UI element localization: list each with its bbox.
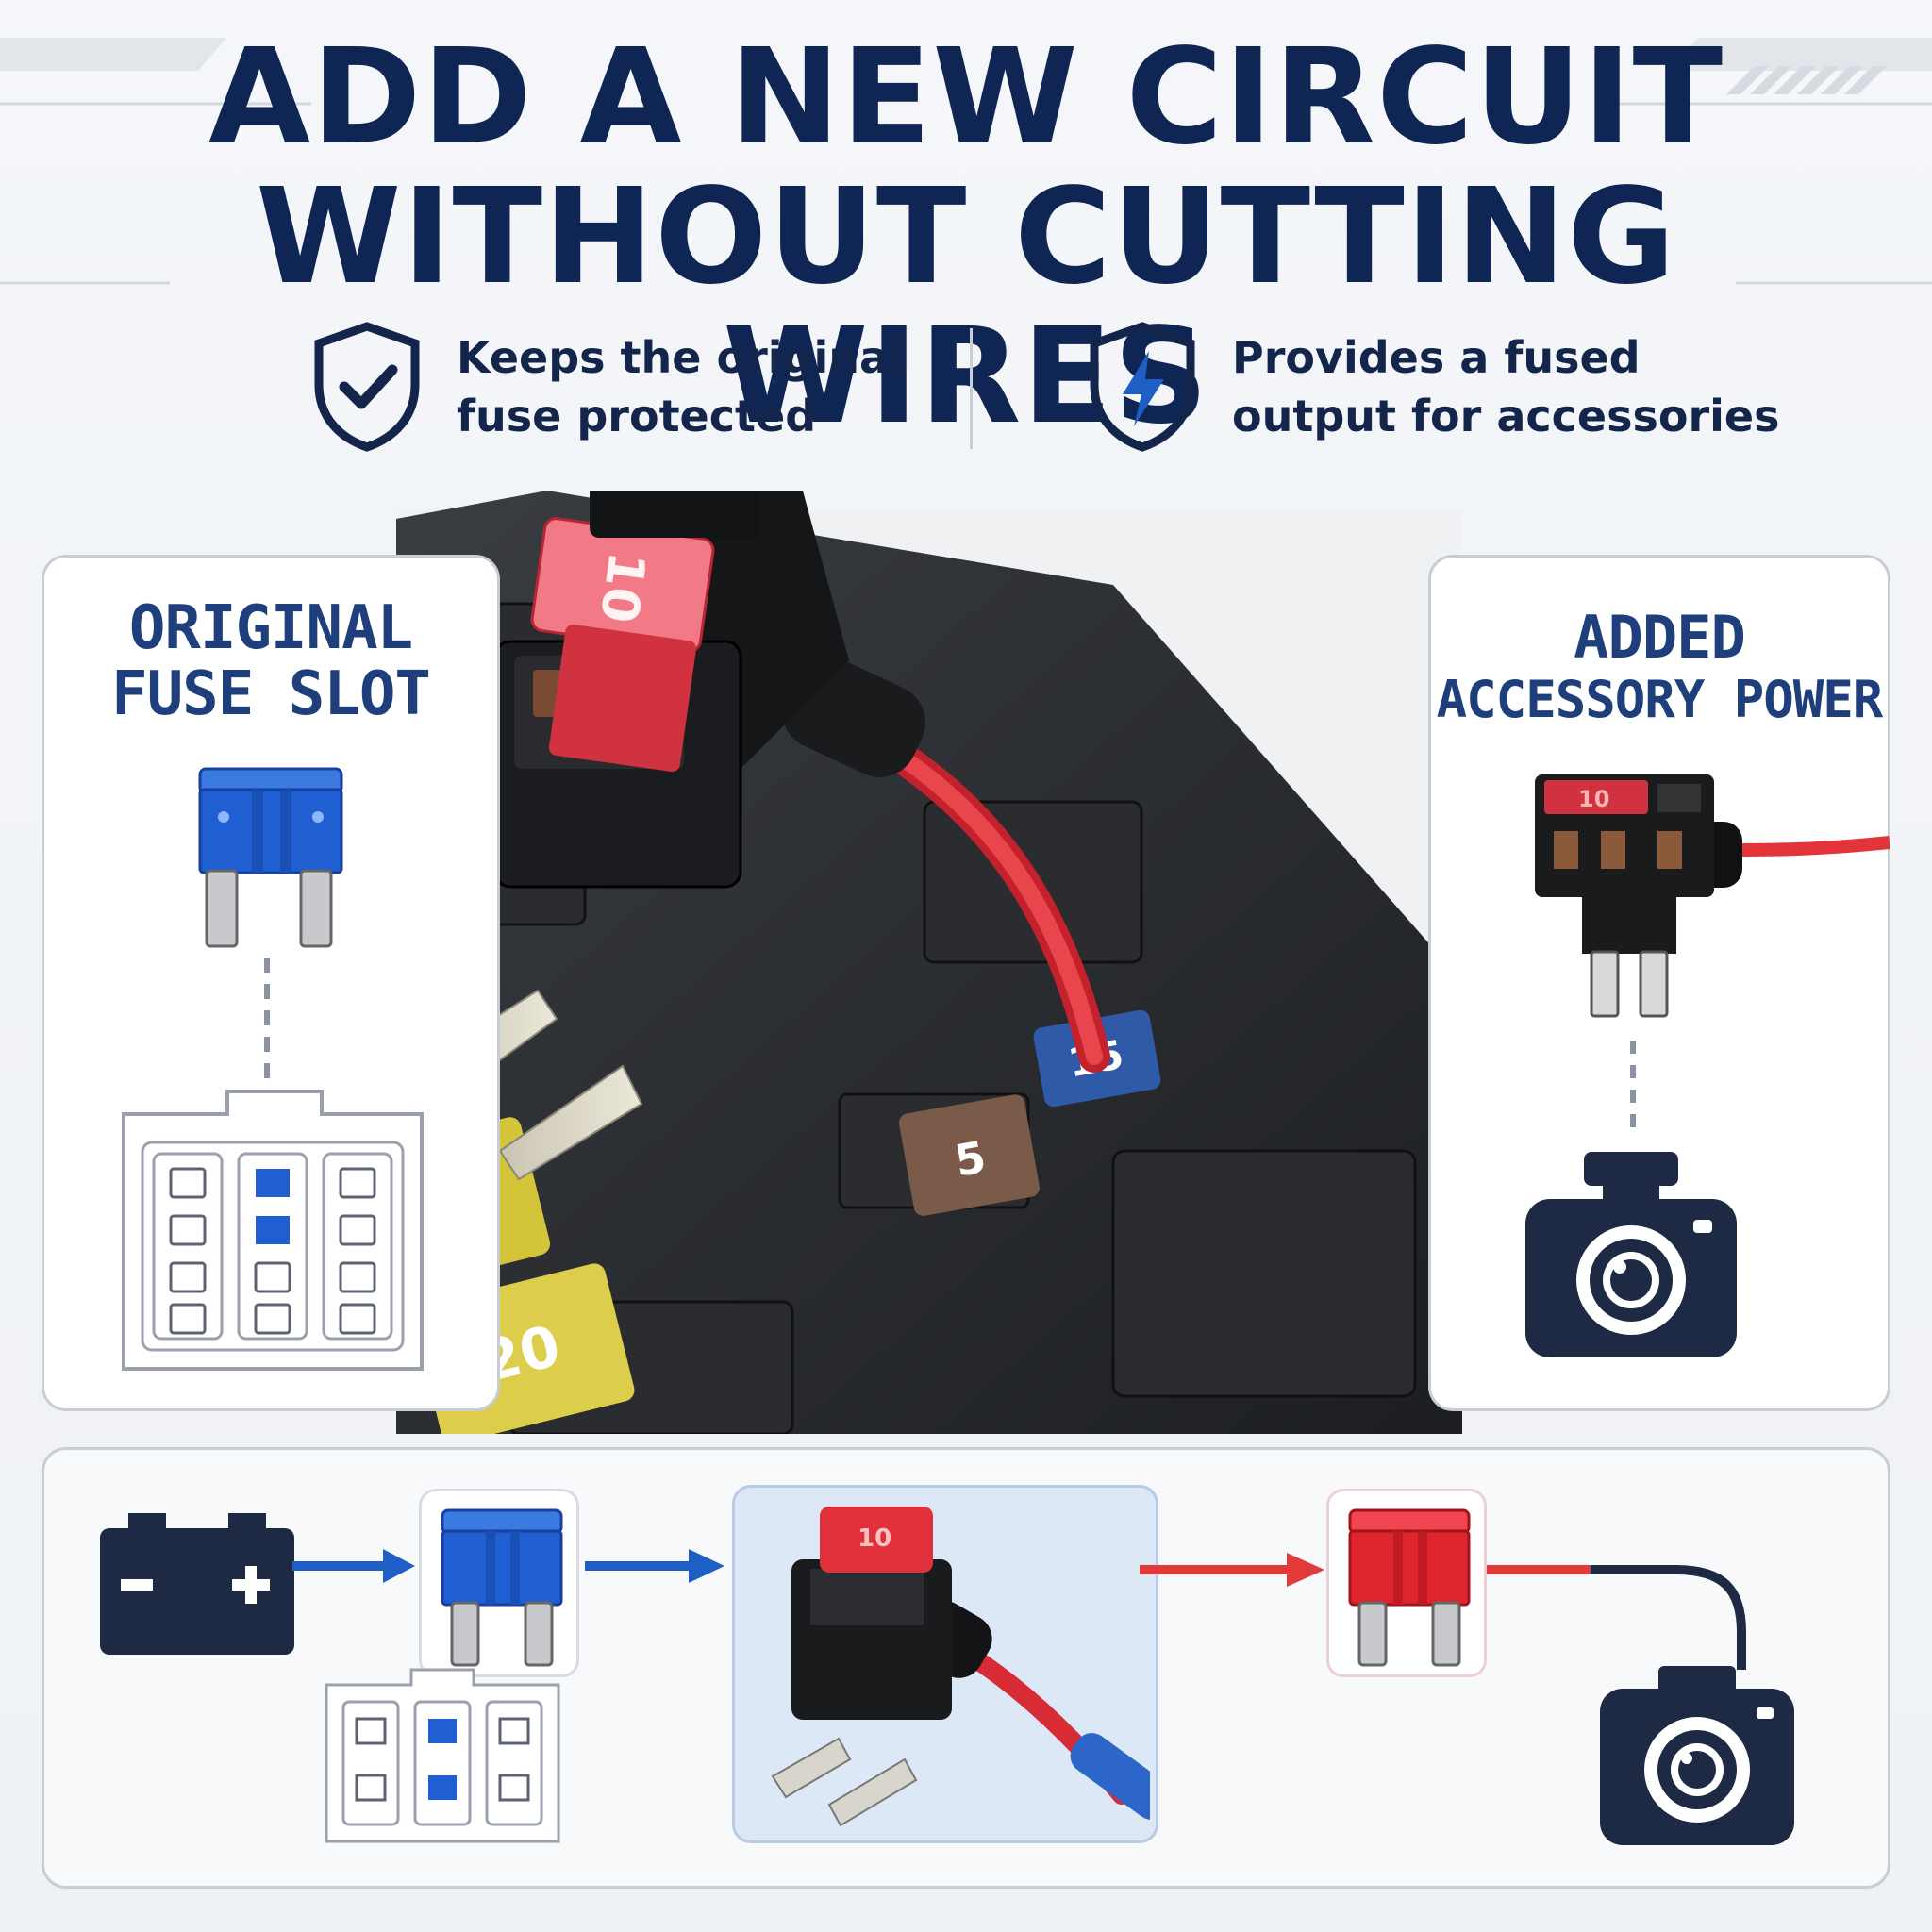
panel-original-fuse-slot: ORIGINAL FUSE SLOT — [42, 555, 500, 1411]
arrow-blue-1 — [292, 1549, 415, 1583]
feature-fused-output: Provides a fused output for accessories — [1087, 321, 1780, 453]
panel-added-title-line-2: ACCESSORY POWER — [1436, 670, 1884, 729]
panel-added-title-line-1: ADDED — [1574, 603, 1746, 672]
feature-2-line-1: Provides a fused — [1232, 332, 1641, 383]
bottom-blue-fuse-card — [419, 1489, 579, 1677]
battery-icon — [100, 1513, 294, 1655]
dashed-connector-right — [1630, 1041, 1636, 1135]
bottom-fuse-slot-diagram — [325, 1668, 560, 1843]
arrow-blue-2 — [585, 1549, 724, 1583]
output-wire — [1487, 1565, 1746, 1670]
panel-added-title: ADDED ACCESSORY POWER — [1431, 607, 1888, 731]
bottom-blue-fuse-icon — [441, 1508, 563, 1667]
add-a-circuit-tap-icon: 10 — [1535, 774, 1890, 1018]
feature-1-line-2: fuse protected — [457, 391, 817, 441]
panel-added-accessory-power: ADDED ACCESSORY POWER 10 — [1428, 555, 1890, 1411]
bottom-camera-icon — [1600, 1666, 1794, 1845]
blue-fuse-icon — [198, 767, 343, 948]
dashed-connector — [264, 958, 270, 1080]
fuse-slot-diagram — [122, 1090, 424, 1371]
bottom-red-fuse-icon — [1348, 1508, 1471, 1667]
feature-divider — [970, 328, 973, 449]
headline: ADD A NEW CIRCUIT WITHOUT CUTTING WIRES — [0, 28, 1932, 447]
feature-1-line-1: Keeps the original — [457, 332, 904, 383]
arrow-red — [1140, 1553, 1324, 1587]
panel-original-title-line-1: ORIGINAL — [128, 593, 413, 663]
svg-text:10: 10 — [858, 1524, 891, 1553]
bottom-red-fuse-card — [1326, 1489, 1487, 1677]
bottom-tap-icon: 10 — [771, 1507, 1150, 1827]
svg-text:10: 10 — [1578, 786, 1609, 812]
feature-2-line-2: output for accessories — [1232, 391, 1780, 441]
tap-red-fuse: 10 — [530, 517, 715, 773]
feature-original-protected: Keeps the original fuse protected — [311, 321, 904, 453]
shield-lightning-icon — [1090, 322, 1195, 452]
bottom-tap-card: 10 — [732, 1485, 1158, 1843]
fuse-box-photo: 10 15 5 20 20 — [396, 491, 1462, 1434]
svg-text:10: 10 — [589, 548, 658, 626]
dash-camera-icon — [1525, 1152, 1737, 1357]
panel-original-title: ORIGINAL FUSE SLOT — [44, 595, 497, 727]
panel-original-title-line-2: FUSE SLOT — [111, 659, 431, 729]
headline-line-1: ADD A NEW CIRCUIT — [208, 21, 1724, 175]
photo-fuse-5: 5 — [899, 1094, 1040, 1216]
shield-check-icon — [314, 322, 420, 452]
